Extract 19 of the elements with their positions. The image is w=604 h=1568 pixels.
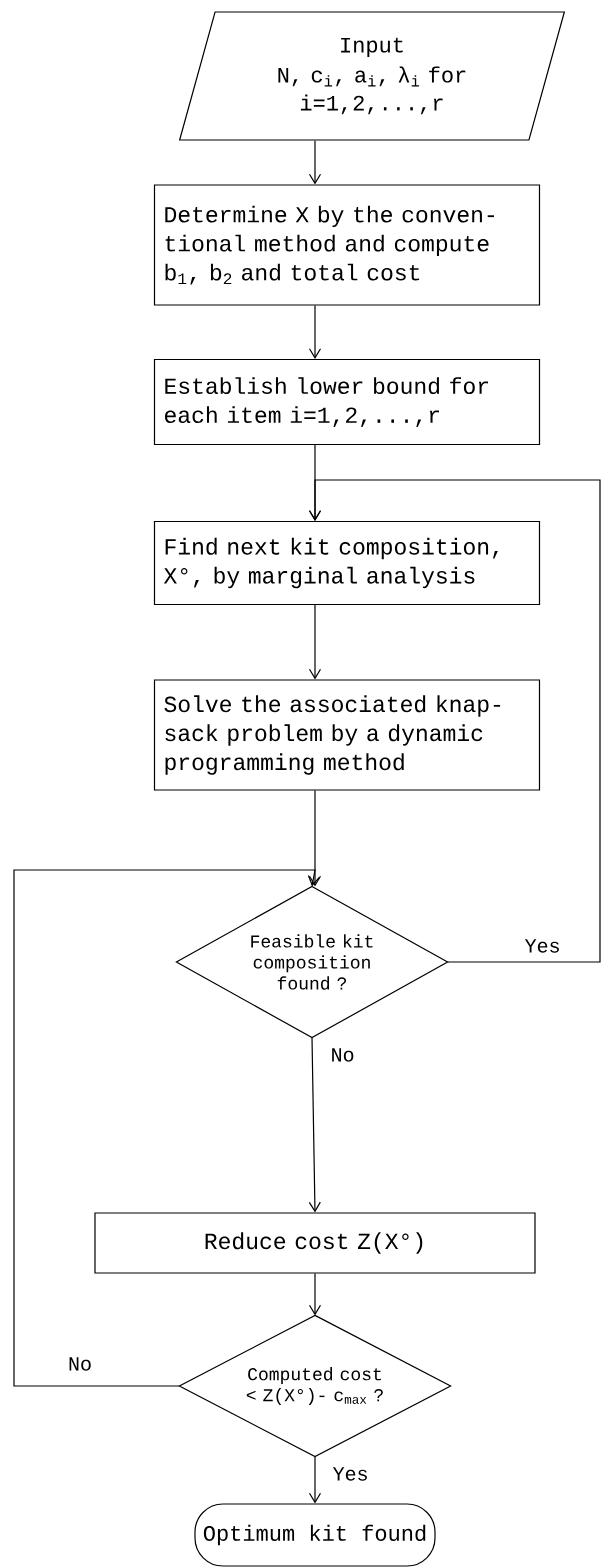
terminal-box: Optimum kit found [194, 1503, 436, 1567]
edge-label: No [328, 1046, 357, 1064]
edge-label: Yes [522, 937, 563, 955]
arrow [308, 305, 322, 359]
arrow [308, 1456, 322, 1504]
arrow [308, 604, 322, 680]
process-box: Solve the associated knap-sack problem by a dynamic programming method [153, 679, 541, 791]
arrow [308, 790, 322, 887]
process-box: Determine X by the conven-tional method and compute b$_{1}$, b$_{2}$ and total cost [153, 184, 541, 306]
edge-label: Yes [330, 1465, 371, 1483]
arrow [308, 1273, 322, 1316]
process-box: Establish lower bound for each item i=1,2,...,r [153, 358, 541, 446]
arrow [13, 869, 320, 1387]
process-box: Find next kit composition, X°, by marginal analysis [153, 520, 541, 606]
process-box: Reduce cost Z(X°) [94, 1212, 536, 1274]
arrow [308, 1037, 321, 1213]
edge-label: No [66, 1355, 94, 1373]
arrow [308, 140, 322, 185]
arrow [308, 479, 601, 963]
